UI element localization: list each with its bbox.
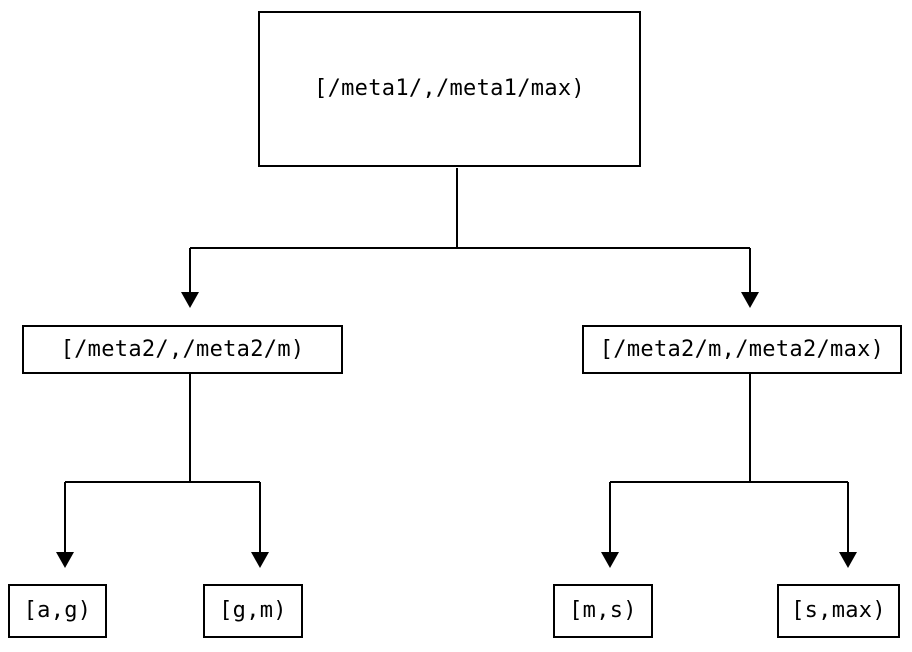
tree-node-meta2-high: [/meta2/m,/meta2/max) bbox=[582, 325, 902, 374]
tree-node-label: [s,max) bbox=[791, 598, 886, 623]
tree-leaf-a-g: [a,g) bbox=[8, 584, 107, 638]
tree-node-label: [m,s) bbox=[569, 598, 637, 623]
tree-node-label: [/meta2/m,/meta2/max) bbox=[599, 336, 885, 362]
tree-leaf-s-max: [s,max) bbox=[777, 584, 900, 638]
tree-node-meta2-low: [/meta2/,/meta2/m) bbox=[22, 325, 343, 374]
tree-node-label: [g,m) bbox=[219, 598, 287, 623]
tree-node-label: [a,g) bbox=[23, 598, 92, 623]
arrowhead-icon bbox=[56, 552, 74, 568]
tree-leaf-m-s: [m,s) bbox=[553, 584, 653, 638]
tree-node-label: [/meta1/,/meta1/max) bbox=[314, 76, 585, 101]
arrowhead-icon bbox=[601, 552, 619, 568]
arrowhead-icon bbox=[251, 552, 269, 568]
arrowhead-icon bbox=[741, 292, 759, 308]
connector-path bbox=[64, 168, 849, 553]
arrowhead-icon bbox=[839, 552, 857, 568]
arrowhead-icon bbox=[181, 292, 199, 308]
tree-node-root: [/meta1/,/meta1/max) bbox=[258, 11, 641, 167]
tree-node-label: [/meta2/,/meta2/m) bbox=[60, 336, 305, 362]
tree-leaf-g-m: [g,m) bbox=[203, 584, 303, 638]
